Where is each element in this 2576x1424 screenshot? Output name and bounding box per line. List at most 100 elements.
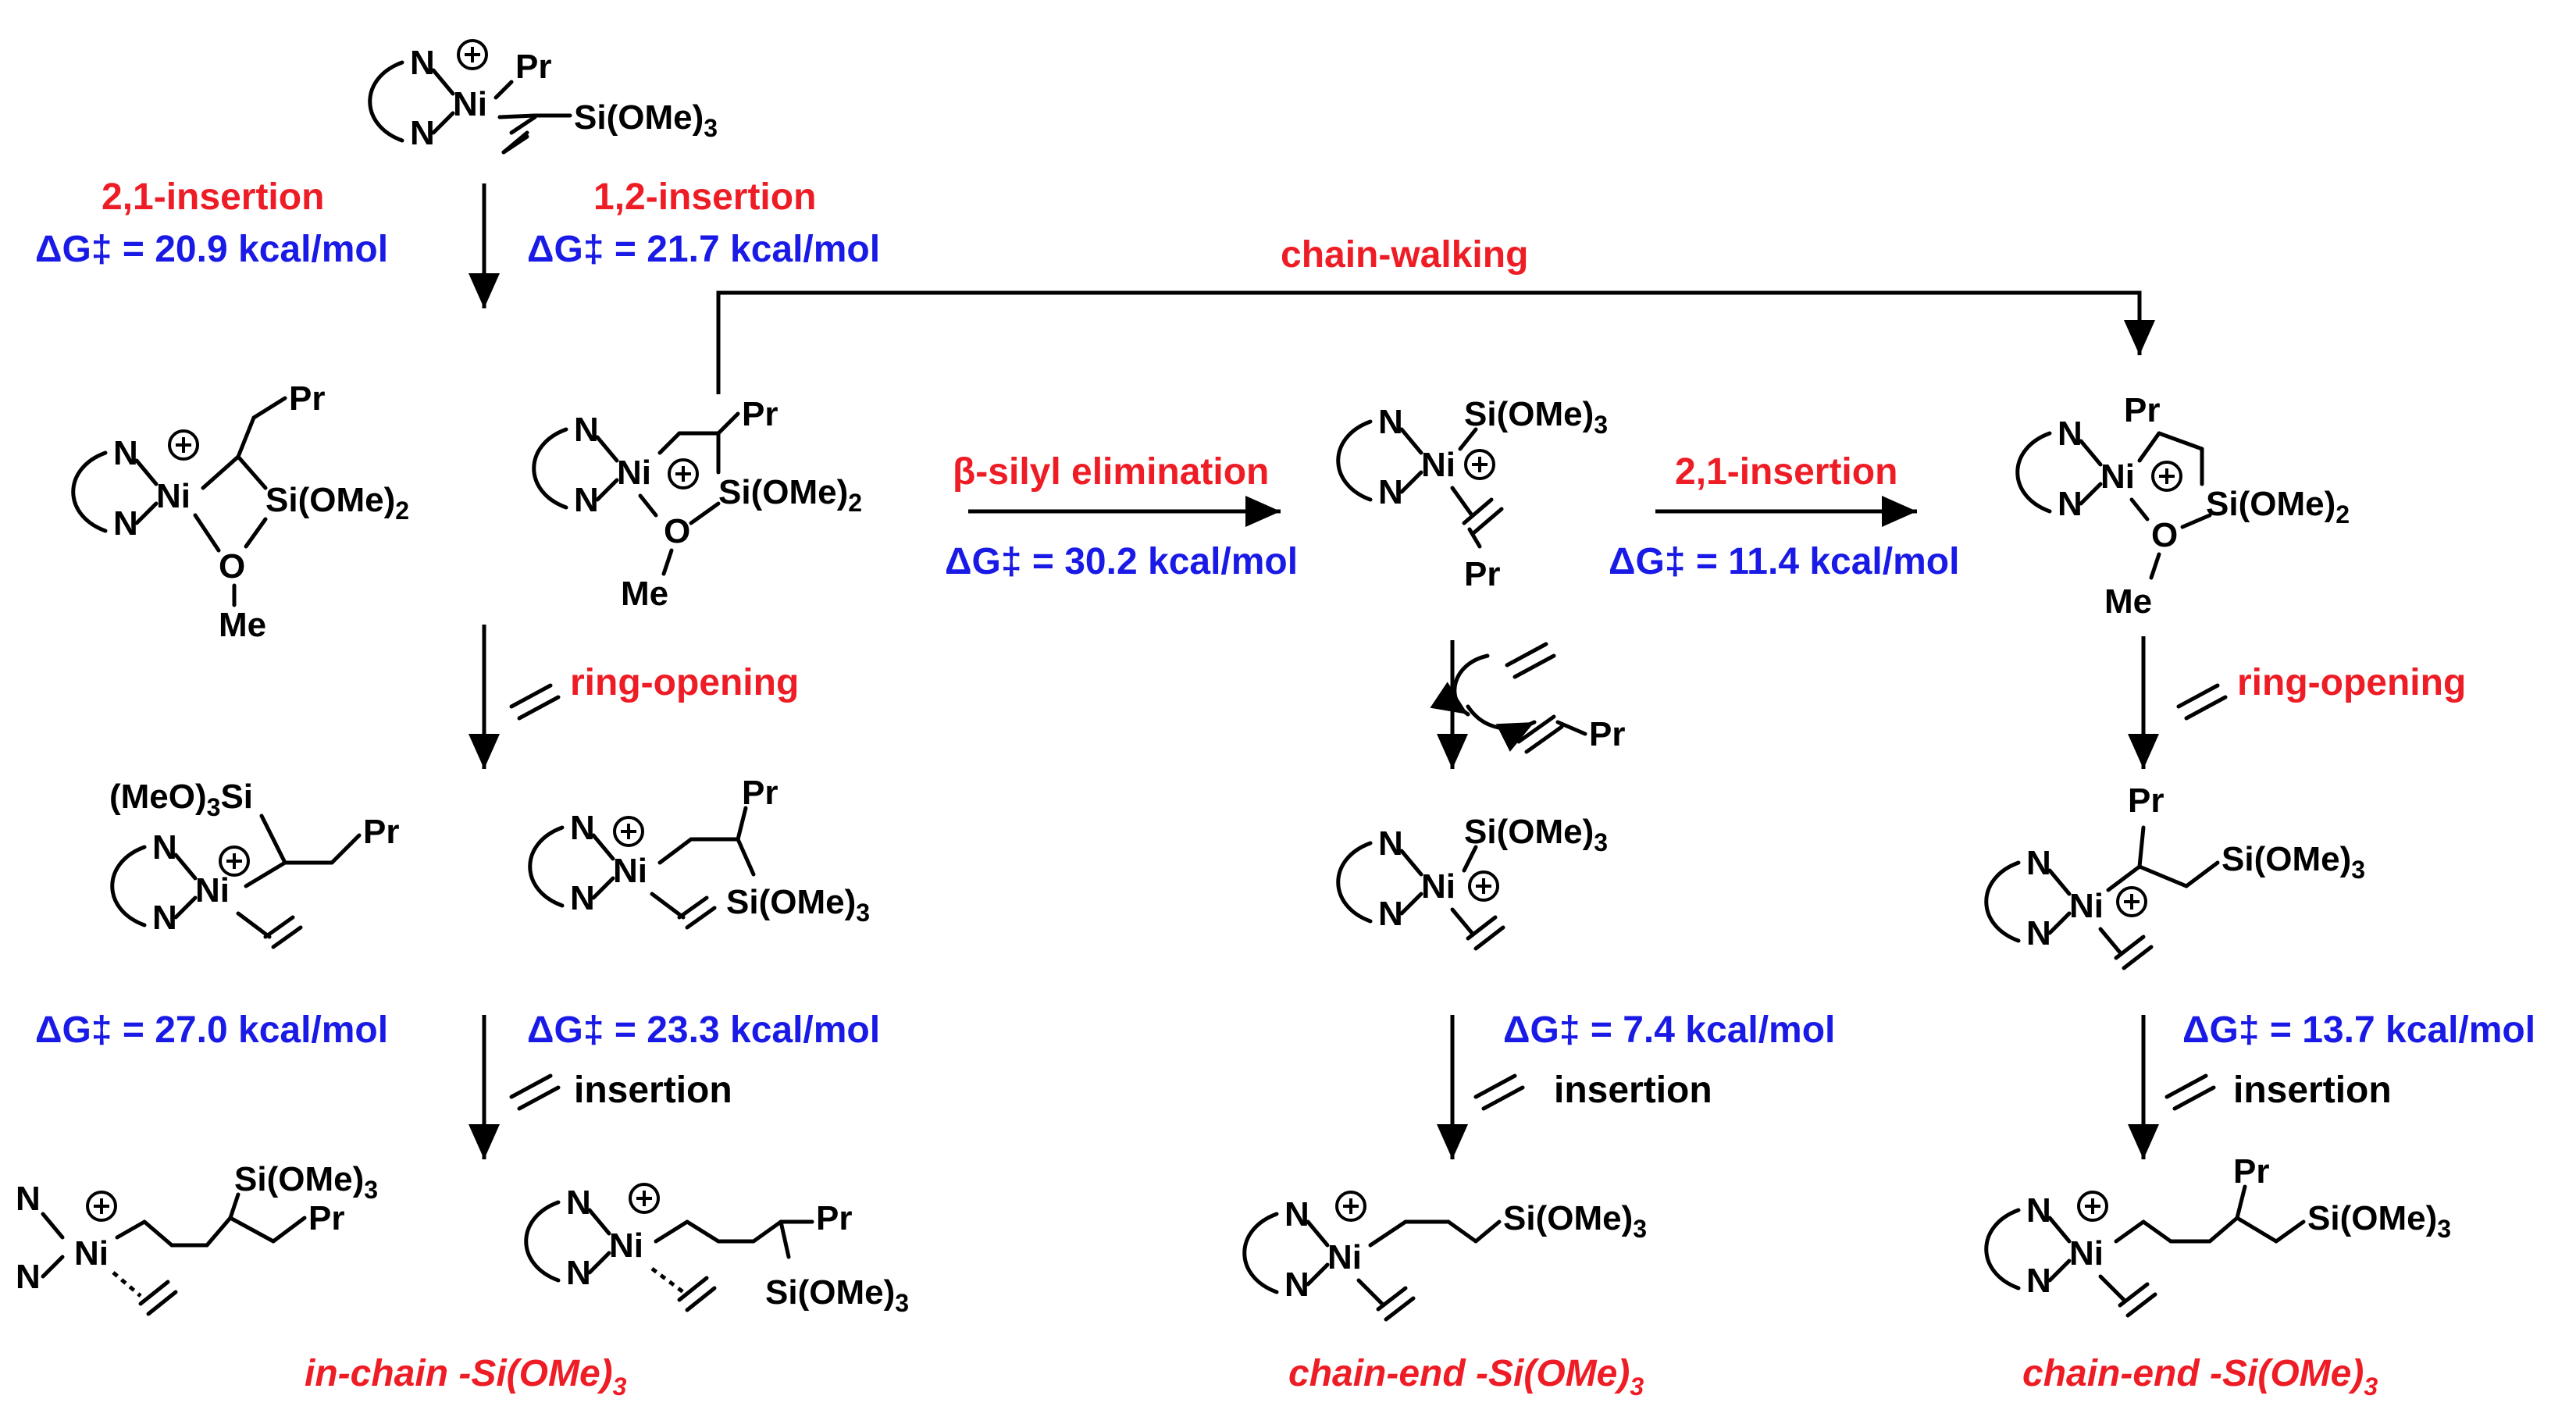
structure-21-metallacycle: N N Ni Pr Si(OMe)2 O Me <box>71 379 409 644</box>
svg-text:O: O <box>664 512 690 550</box>
svg-text:N: N <box>1378 473 1403 511</box>
ethylene-icon <box>509 683 561 721</box>
dg-row4-d: ΔG‡ = 13.7 kcal/mol <box>2182 1009 2535 1051</box>
svg-text:Si(OMe)3: Si(OMe)3 <box>726 883 870 927</box>
svg-text:Ni: Ni <box>609 1226 643 1265</box>
svg-text:Pr: Pr <box>2128 781 2164 820</box>
svg-text:N: N <box>570 809 595 847</box>
structure-product-chain-end-right: N N Ni Pr Si(OMe)3 <box>1984 1152 2451 1318</box>
svg-text:Me: Me <box>2104 582 2152 621</box>
arrow-curve-out <box>1466 704 1537 752</box>
svg-text:N: N <box>410 44 435 82</box>
svg-text:Ni: Ni <box>617 454 651 492</box>
arrow-curve-in <box>1430 653 1490 717</box>
svg-text:Pr: Pr <box>363 813 399 851</box>
svg-text:Pr: Pr <box>742 395 778 433</box>
svg-text:N: N <box>1284 1195 1309 1234</box>
svg-text:O: O <box>2151 516 2178 554</box>
svg-text:Ni: Ni <box>2069 887 2104 925</box>
structure-start-complex: N N Ni Pr Si(OMe)3 <box>368 39 718 155</box>
svg-text:Me: Me <box>621 575 668 613</box>
structure-ethylene-complex-mid: N N Ni Si(OMe)3 <box>1336 813 1608 951</box>
svg-text:Si(OMe)3: Si(OMe)3 <box>1503 1199 1647 1243</box>
svg-text:N: N <box>1284 1266 1309 1304</box>
svg-text:N: N <box>2058 485 2083 523</box>
structure-product-in-chain-b: N N Ni Pr Si(OMe)3 <box>524 1183 909 1317</box>
svg-text:Pr: Pr <box>289 379 325 418</box>
svg-text:(MeO)3Si: (MeO)3Si <box>109 778 253 821</box>
svg-text:Ni: Ni <box>2100 457 2135 496</box>
svg-text:Ni: Ni <box>2069 1234 2104 1273</box>
svg-text:Ni: Ni <box>613 852 647 890</box>
svg-text:N: N <box>152 899 177 937</box>
product-chain-end-mid: chain-end -Si(OMe)3 <box>1288 1353 1644 1401</box>
structure-21-metallacycle-right: N N Ni Pr Si(OMe)2 O Me <box>2015 391 2350 621</box>
structure-product-chain-end-mid: N N Ni Si(OMe)3 <box>1242 1191 1647 1322</box>
svg-text:N: N <box>16 1258 41 1296</box>
svg-text:Si(OMe)3: Si(OMe)3 <box>1464 813 1608 856</box>
svg-text:Ni: Ni <box>453 85 487 123</box>
svg-text:N: N <box>152 828 177 867</box>
svg-text:Ni: Ni <box>1421 446 1455 484</box>
svg-text:Si(OMe)3: Si(OMe)3 <box>574 98 718 142</box>
svg-text:Pr: Pr <box>1464 555 1500 593</box>
svg-text:Si(OMe)3: Si(OMe)3 <box>2307 1199 2451 1243</box>
svg-text:N: N <box>16 1180 41 1218</box>
svg-text:Pr: Pr <box>816 1199 852 1237</box>
dg-21-insertion-top: ΔG‡ = 20.9 kcal/mol <box>35 229 388 270</box>
product-in-chain: in-chain -Si(OMe)3 <box>305 1353 627 1401</box>
svg-text:N: N <box>1378 895 1403 933</box>
svg-text:Si(OMe)2: Si(OMe)2 <box>718 473 862 517</box>
svg-text:N: N <box>113 504 138 543</box>
label-21-insertion-top: 2,1-insertion <box>102 176 324 218</box>
svg-text:Ni: Ni <box>1421 867 1455 906</box>
svg-text:Pr: Pr <box>2124 391 2160 429</box>
label-21-insertion-mid: 2,1-insertion <box>1675 451 1897 493</box>
svg-text:N: N <box>574 411 599 449</box>
svg-text:Si(OMe)3: Si(OMe)3 <box>234 1160 378 1204</box>
structure-beta-silyl-product: N N Ni Si(OMe)3 Pr <box>1336 395 1608 593</box>
dg-beta-silyl: ΔG‡ = 30.2 kcal/mol <box>945 541 1298 582</box>
structure-ring-opened-21: (MeO)3Si N N Ni Pr <box>109 778 399 949</box>
dg-row4-c: ΔG‡ = 7.4 kcal/mol <box>1503 1009 1835 1051</box>
ethylene-icon <box>2176 683 2228 721</box>
svg-text:N: N <box>1378 403 1403 441</box>
svg-text:N: N <box>570 879 595 917</box>
structure-12-metallacycle: N N Ni Pr Si(OMe)2 O Me <box>532 395 862 613</box>
svg-text:Si(OMe)3: Si(OMe)3 <box>1464 395 1608 439</box>
propene-icon: Pr <box>1516 714 1625 754</box>
label-12-insertion-top: 1,2-insertion <box>593 176 816 218</box>
arrow-chain-walking <box>716 290 2155 394</box>
svg-text:N: N <box>2026 914 2051 952</box>
ethylene-icon <box>1505 642 1556 679</box>
svg-text:Ni: Ni <box>195 871 230 910</box>
svg-text:O: O <box>219 547 245 586</box>
svg-text:Pr: Pr <box>2233 1152 2269 1191</box>
structure-ring-opened-right: Pr N N Ni Si(OMe)3 <box>1984 781 2365 970</box>
svg-text:N: N <box>2026 1262 2051 1300</box>
ethylene-icon <box>2164 1073 2216 1111</box>
svg-text:Pr: Pr <box>515 48 551 86</box>
svg-text:Pr: Pr <box>308 1199 344 1237</box>
structure-ring-opened-12: N N Ni Pr Si(OMe)3 <box>528 774 870 930</box>
ethylene-icon <box>1473 1073 1525 1111</box>
ethylene-icons: Pr <box>509 642 2228 1111</box>
structure-product-in-chain-a: N N Ni Si(OMe)3 Pr <box>16 1160 378 1316</box>
svg-text:Ni: Ni <box>1327 1238 1362 1276</box>
svg-text:N: N <box>2026 844 2051 882</box>
dg-21-insertion-mid: ΔG‡ = 11.4 kcal/mol <box>1609 541 1959 582</box>
svg-text:N: N <box>113 434 138 472</box>
label-beta-silyl-elimination: β-silyl elimination <box>953 451 1269 493</box>
label-chain-walking: chain-walking <box>1281 234 1528 276</box>
svg-text:Ni: Ni <box>156 477 191 515</box>
dg-12-insertion-top: ΔG‡ = 21.7 kcal/mol <box>527 229 880 270</box>
svg-text:Si(OMe)2: Si(OMe)2 <box>265 481 409 525</box>
ethylene-icon <box>509 1073 561 1111</box>
product-chain-end-right: chain-end -Si(OMe)3 <box>2022 1353 2378 1401</box>
label-ring-opening-right: ring-opening <box>2237 662 2466 703</box>
step-labels: 2,1-insertion 1,2-insertion ΔG‡ = 20.9 k… <box>35 176 2535 1111</box>
svg-text:Si(OMe)3: Si(OMe)3 <box>765 1273 909 1317</box>
dg-row4-a: ΔG‡ = 27.0 kcal/mol <box>35 1009 388 1051</box>
reaction-arrows <box>469 183 2159 1159</box>
